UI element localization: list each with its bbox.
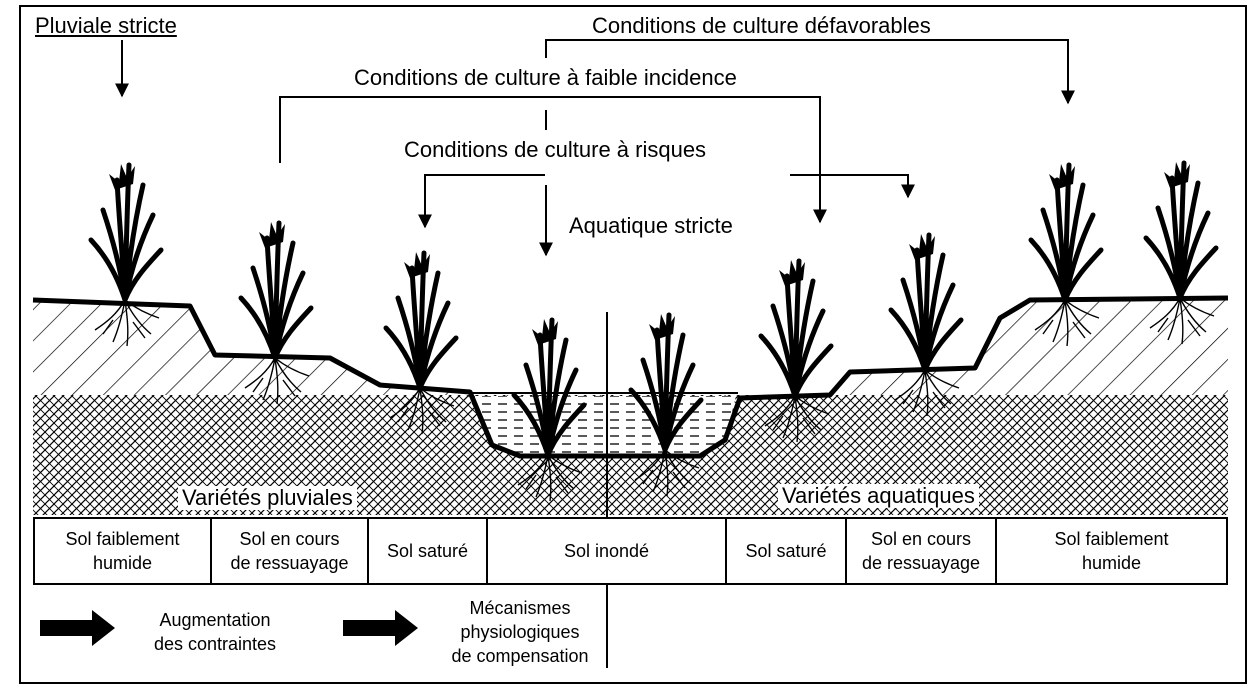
soil-cell-2: Sol en cours de ressuayage — [212, 519, 369, 583]
risques-bracket-right — [790, 175, 908, 197]
aquatique-label: Aquatique stricte — [565, 214, 737, 238]
thick-arrow-right-icon-2 — [343, 610, 418, 646]
soil-cell-3: Sol saturé — [369, 519, 488, 583]
faible-incidence-label: Conditions de culture à faible incidence — [350, 66, 741, 90]
pluviales-zone-label: Variétés pluviales — [178, 486, 357, 510]
thick-arrow-right-icon — [40, 610, 115, 646]
defavorables-label: Conditions de culture défavorables — [588, 14, 935, 38]
pluviale-label: Pluviale stricte — [31, 14, 181, 38]
risques-label: Conditions de culture à risques — [400, 138, 710, 162]
soil-moisture-table: Sol faiblement humide Sol en cours de re… — [33, 517, 1228, 585]
risques-bracket-left — [425, 175, 545, 225]
soil-cell-7: Sol faiblement humide — [997, 519, 1226, 583]
soil-cell-6: Sol en cours de ressuayage — [847, 519, 997, 583]
soil-cell-1: Sol faiblement humide — [35, 519, 212, 583]
legend-compensation: Mécanismes physiologiques de compensatio… — [440, 596, 600, 668]
soil-cell-4: Sol inondé — [488, 519, 727, 583]
soil-cell-5: Sol saturé — [727, 519, 847, 583]
aquatiques-zone-label: Variétés aquatiques — [778, 484, 979, 508]
legend-contraintes: Augmentation des contraintes — [140, 608, 290, 656]
